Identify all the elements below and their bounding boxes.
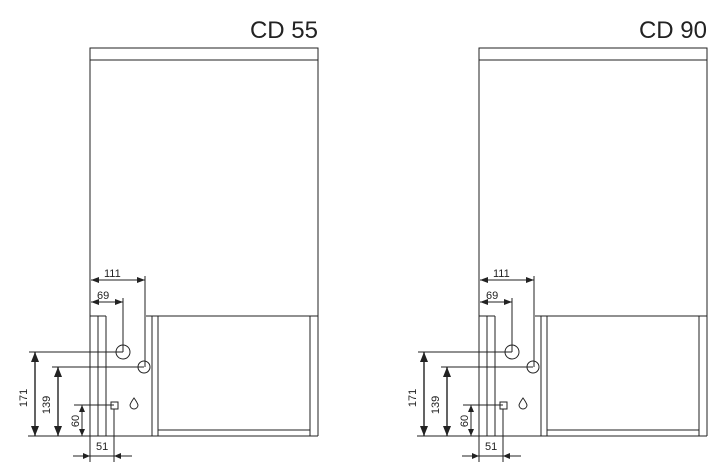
dimension-arrow <box>526 277 534 283</box>
dimension-arrow <box>480 277 488 283</box>
dimension-arrow <box>420 352 428 362</box>
dimension-arrow <box>54 426 62 436</box>
top-cover <box>478 47 708 61</box>
dimension-arrow <box>420 426 428 436</box>
dimension-label-111: 111 <box>493 268 510 280</box>
dimension-arrow <box>115 299 123 305</box>
dimension-arrow <box>503 453 510 459</box>
dimension-label-69: 69 <box>97 290 109 302</box>
dimension-label-171: 171 <box>18 389 30 407</box>
drawing-cd90: CD 90 111 69 171 <box>407 17 708 462</box>
dimension-label-171: 171 <box>407 389 419 407</box>
dimension-arrow <box>504 299 512 305</box>
dimension-arrow <box>79 405 85 412</box>
dimension-arrow <box>54 367 62 377</box>
dimension-label-51: 51 <box>96 441 108 453</box>
dimension-arrow <box>443 367 451 377</box>
dimension-label-51: 51 <box>485 441 497 453</box>
dimension-label-69: 69 <box>486 290 498 302</box>
dimension-label-139: 139 <box>41 396 53 414</box>
dimension-arrow <box>91 299 99 305</box>
dimension-label-111: 111 <box>104 268 121 280</box>
drawing-cd55: CD 55 111 69 <box>18 17 319 462</box>
dimension-arrow <box>114 453 121 459</box>
dimension-label-139: 139 <box>430 396 442 414</box>
dimension-arrow <box>137 277 145 283</box>
dimension-arrow <box>91 277 99 283</box>
dimension-arrow <box>472 453 479 459</box>
top-cover <box>89 47 319 61</box>
dimension-label-60: 60 <box>459 415 471 427</box>
dimension-arrow <box>31 352 39 362</box>
dimension-arrow <box>83 453 90 459</box>
drop-icon <box>518 397 528 410</box>
dimension-arrow <box>480 299 488 305</box>
dimension-label-60: 60 <box>70 415 82 427</box>
drawing-title: CD 90 <box>639 17 707 44</box>
dimension-arrow <box>79 429 85 436</box>
dimension-arrow <box>31 426 39 436</box>
dimension-arrow <box>443 426 451 436</box>
drop-icon <box>129 397 139 410</box>
dimension-arrow <box>468 429 474 436</box>
drawing-title: CD 55 <box>250 17 318 44</box>
dimension-arrow <box>468 405 474 412</box>
